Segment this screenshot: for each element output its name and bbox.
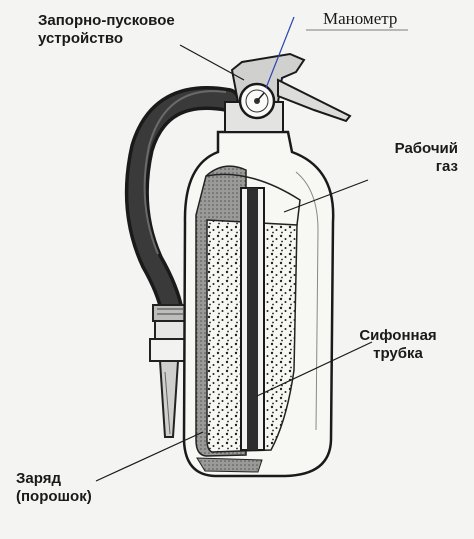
label-charge-powder: Заряд (порошок): [16, 470, 92, 506]
label-gauge-text: Манометр: [323, 9, 398, 28]
label-gas-line1: Рабочий: [394, 140, 458, 157]
label-siphon-tube: Сифонная трубка: [346, 327, 450, 363]
label-shutoff-line1: Запорно-пусковое: [38, 12, 175, 29]
leader-working-gas: [283, 179, 369, 213]
label-charge-line1: Заряд: [16, 470, 61, 487]
leader-charge: [95, 431, 204, 482]
label-working-gas: Рабочий газ: [372, 140, 458, 176]
label-siphon-line1: Сифонная: [359, 327, 437, 344]
label-shutoff-start-device: Запорно-пусковое устройство: [38, 12, 175, 48]
leader-lines: [95, 16, 408, 482]
label-gas-line2: газ: [435, 158, 458, 175]
label-gauge: Манометр: [323, 10, 397, 28]
leader-gauge: [265, 16, 295, 89]
hose-nozzle: [149, 304, 189, 438]
label-charge-line2: (порошок): [16, 488, 92, 505]
leader-siphon-tube: [256, 341, 373, 397]
label-shutoff-line2: устройство: [38, 30, 124, 47]
pressure-gauge: [238, 82, 276, 120]
leader-shutoff-device: [179, 44, 245, 81]
siphon-tube: [240, 187, 265, 451]
label-siphon-line2: трубка: [373, 345, 423, 362]
hose: [124, 86, 240, 324]
